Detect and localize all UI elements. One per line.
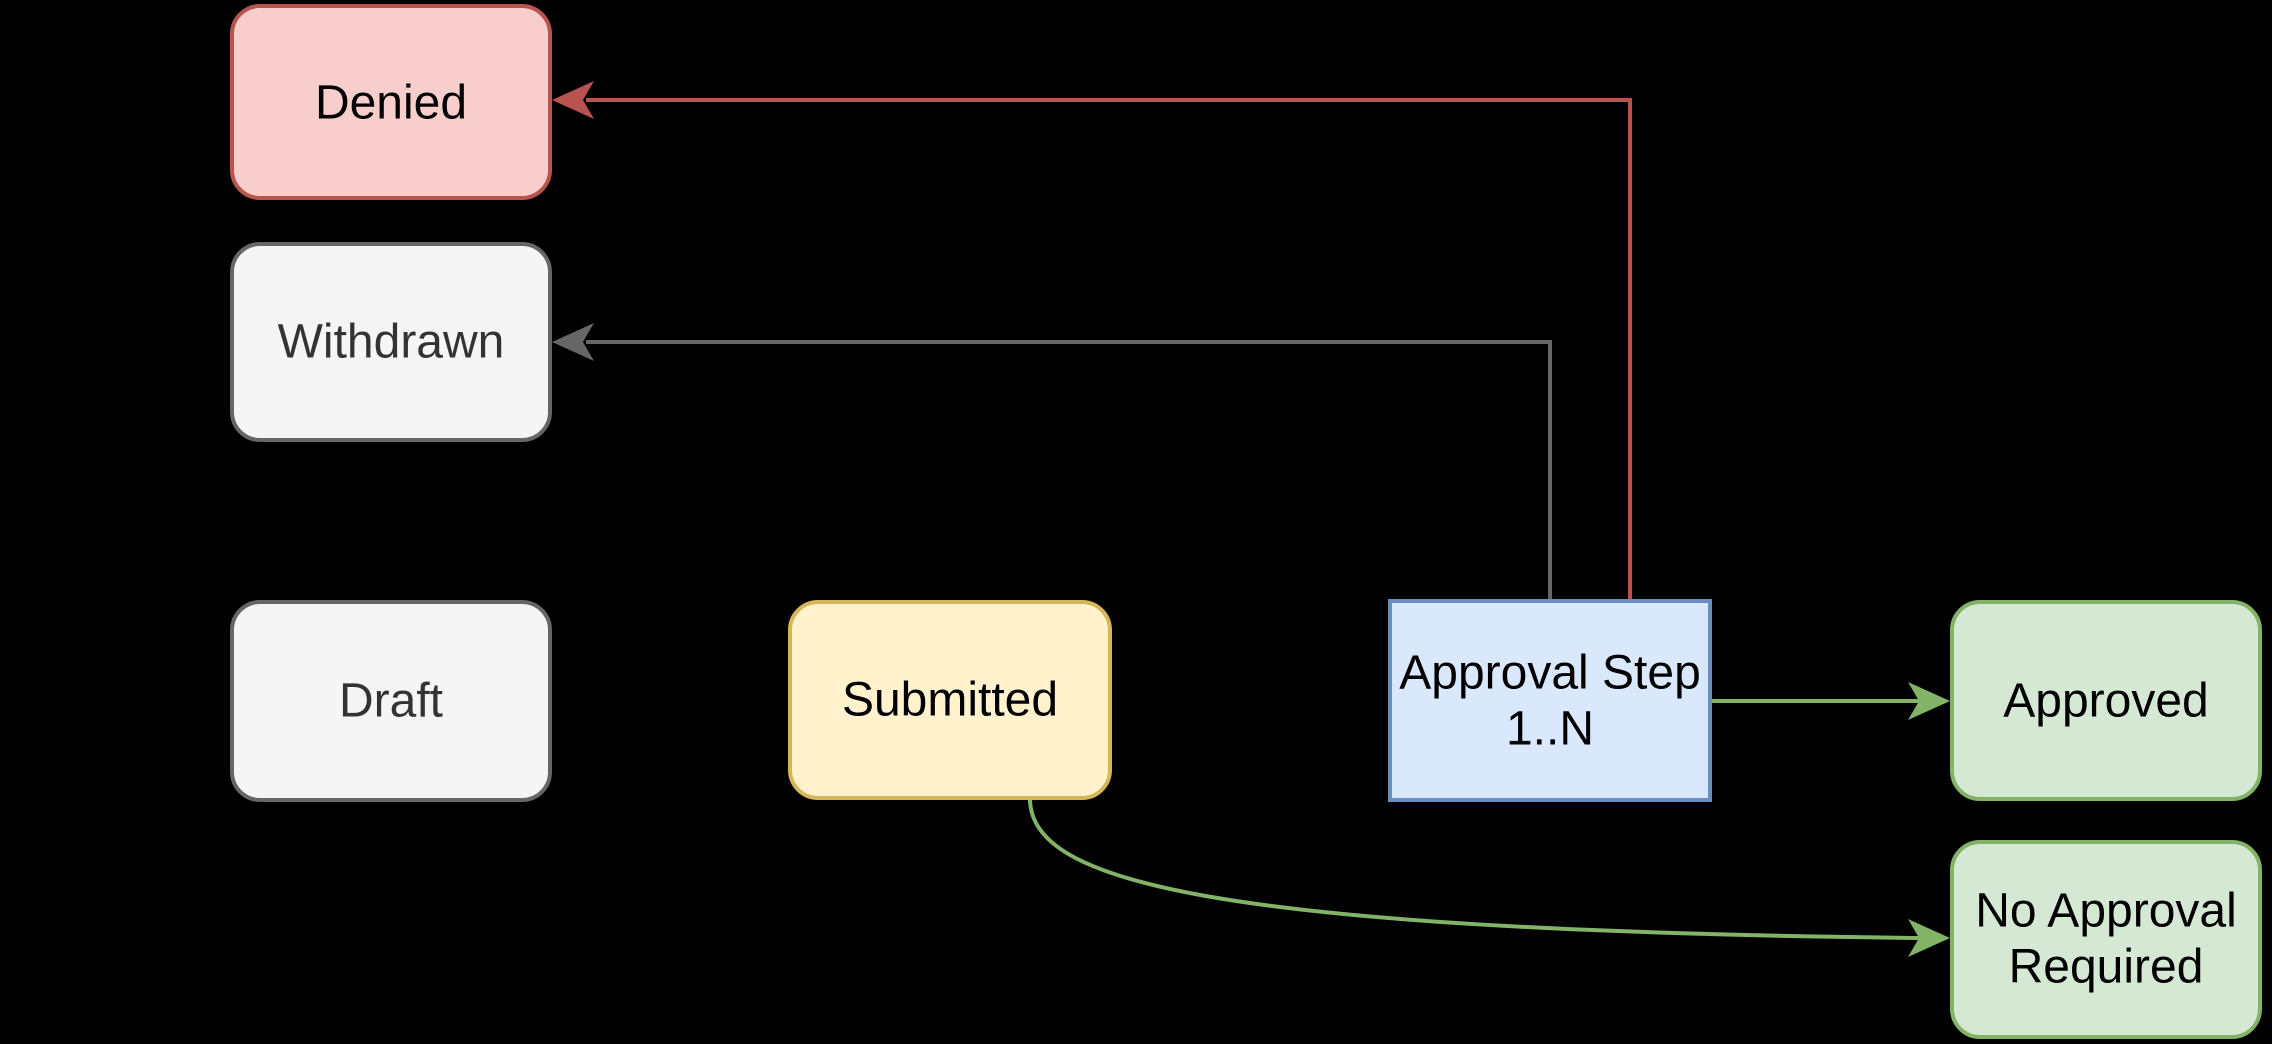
node-approved: Approved — [1950, 600, 2262, 801]
approved-box — [1950, 600, 2262, 801]
denied-box — [230, 4, 552, 200]
draft-label: Draft — [339, 675, 443, 728]
edge-approval-to-withdrawn-line — [586, 340, 1552, 600]
draft-box — [230, 600, 552, 802]
edge-approval-to-denied — [552, 81, 1632, 600]
edge-approval-to-denied-line — [586, 98, 1632, 600]
approval-step-label-line2: 1..N — [1506, 703, 1594, 756]
withdrawn-label: Withdrawn — [278, 316, 505, 369]
edge-approval-to-withdrawn — [552, 323, 1552, 600]
node-denied: Denied — [230, 4, 552, 200]
node-submitted: Submitted — [788, 600, 1112, 800]
arrowhead-approved-icon — [1908, 682, 1950, 720]
edge-submitted-to-no-approval — [1028, 799, 1950, 957]
node-draft: Draft — [230, 600, 552, 802]
node-approval-step: Approval Step 1..N — [1388, 599, 1712, 802]
node-no-approval-required: No Approval Required — [1950, 840, 2262, 1039]
arrowhead-denied-icon — [552, 81, 594, 119]
no-approval-required-label-line1: No Approval — [1975, 885, 2237, 938]
arrowhead-no-approval-icon — [1908, 919, 1950, 957]
submitted-box — [788, 600, 1112, 800]
node-withdrawn: Withdrawn — [230, 242, 552, 442]
denied-label: Denied — [315, 77, 467, 130]
submitted-label: Submitted — [842, 674, 1058, 727]
approval-step-box — [1388, 599, 1712, 802]
no-approval-required-label-line2: Required — [2009, 941, 2204, 994]
no-approval-required-box — [1950, 840, 2262, 1039]
withdrawn-box — [230, 242, 552, 442]
approval-step-label-line1: Approval Step — [1399, 647, 1701, 700]
edge-submitted-to-no-approval-line — [1028, 799, 1921, 940]
arrowhead-withdrawn-icon — [552, 323, 594, 361]
approved-label: Approved — [2003, 675, 2208, 728]
edge-approval-to-approved — [1712, 682, 1950, 720]
